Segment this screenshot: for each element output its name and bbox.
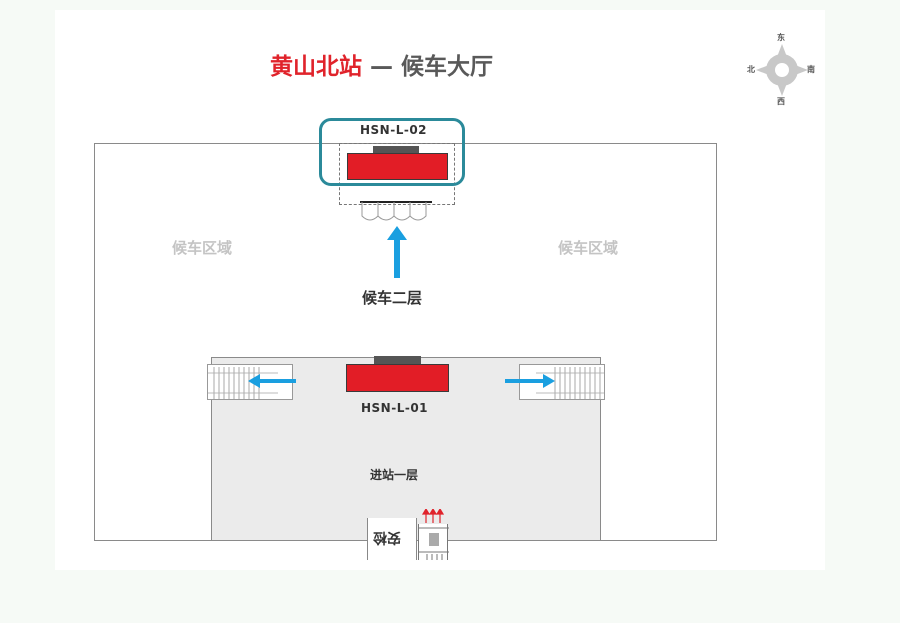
upper-stairs-icon	[360, 201, 432, 221]
gate-icon	[419, 527, 449, 560]
security-label: 安检	[373, 529, 401, 545]
map-title: 黄山北站 — 候车大厅	[270, 50, 493, 84]
compass-right-label: 南	[807, 65, 815, 74]
gate-entry-arrows-icon	[422, 509, 444, 523]
arrow-right-icon	[505, 374, 555, 388]
arrow-left-icon	[248, 374, 296, 388]
entry-gate	[418, 524, 449, 560]
compass-top-label: 东	[777, 33, 785, 42]
second-floor-label: 候车二层	[362, 289, 423, 307]
waiting-zone-right: 候车区域	[558, 239, 619, 257]
upper-device-label: HSN-L-02	[360, 123, 428, 137]
lower-screen[interactable]	[346, 364, 449, 392]
compass-icon	[756, 44, 808, 96]
hall-name: 候车大厅	[401, 54, 494, 80]
waiting-zone-left: 候车区域	[172, 239, 233, 257]
first-floor-label: 进站一层	[370, 468, 419, 482]
upper-screen-mount	[373, 146, 419, 154]
upper-device-highlight	[319, 118, 465, 186]
compass: 东 北 南 西	[747, 30, 820, 110]
escalator-steps-icon	[536, 367, 604, 399]
lower-device-label: HSN-L-01	[361, 401, 429, 415]
lower-screen-mount	[374, 356, 421, 365]
security-check-area	[367, 518, 417, 560]
arrow-up-icon	[387, 226, 407, 278]
compass-left-label: 北	[747, 65, 755, 74]
compass-bottom-label: 西	[777, 97, 785, 106]
station-name: 黄山北站	[270, 54, 362, 80]
title-separator: —	[370, 54, 394, 80]
upper-screen[interactable]	[347, 153, 448, 180]
